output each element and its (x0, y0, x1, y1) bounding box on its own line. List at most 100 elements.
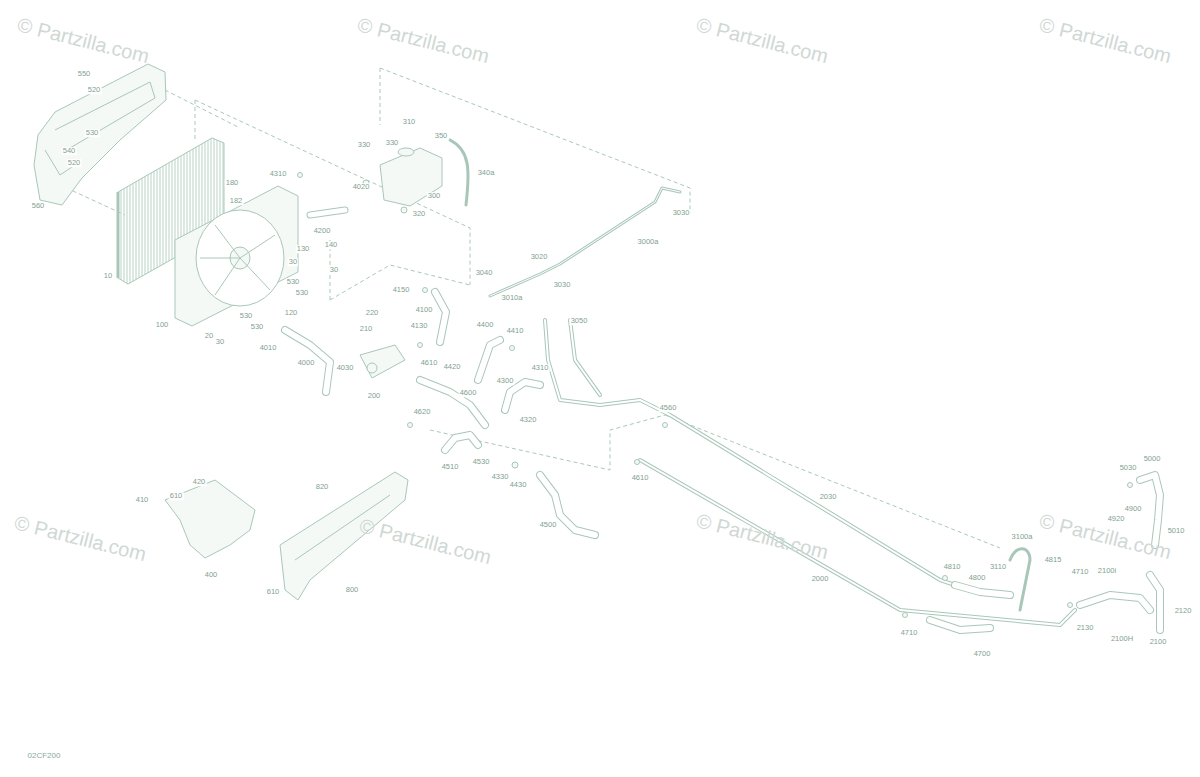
callout-number: 4300 (496, 377, 515, 385)
water-pump (360, 345, 405, 378)
callout-number: 4700 (973, 650, 992, 658)
callout-number: 4130 (410, 322, 429, 330)
callout-number: 4200 (313, 227, 332, 235)
callout-number: 130 (296, 245, 311, 253)
watermark: © Partzilla.com (1038, 14, 1174, 66)
callout-number: 30 (288, 258, 298, 266)
callout-number: 330 (357, 141, 372, 149)
callout-number: 820 (315, 483, 330, 491)
hose-core (1080, 595, 1150, 610)
callout-number: 530 (286, 278, 301, 286)
callout-number: 520 (87, 86, 102, 94)
hose-core (505, 382, 540, 410)
callout-number: 220 (365, 309, 380, 317)
hose-core (445, 435, 478, 450)
callout-number: 182 (229, 197, 244, 205)
callout-number: 210 (359, 325, 374, 333)
clamp (663, 423, 668, 428)
callout-number: 30 (215, 338, 225, 346)
coolant-pipe (545, 320, 955, 585)
callout-number: 4510 (441, 463, 460, 471)
overflow-hose (450, 140, 468, 205)
callout-number: 410 (135, 496, 150, 504)
hose (420, 380, 485, 425)
small-hose (1010, 549, 1030, 610)
callout-number: 4530 (472, 458, 491, 466)
callout-number: 2130 (1076, 624, 1095, 632)
callout-number: 4100 (415, 306, 434, 314)
callout-number: 350 (434, 132, 449, 140)
clamp (408, 423, 413, 428)
coolant-pipe-core (640, 460, 1075, 625)
coolant-pipe (570, 320, 600, 395)
lower-bracket (165, 480, 255, 558)
callout-number: 4410 (506, 327, 525, 335)
callout-number: 4500 (539, 521, 558, 529)
callout-number: 120 (284, 309, 299, 317)
callout-number: 550 (77, 70, 92, 78)
hose-core (435, 292, 446, 342)
callout-number: 2100i (1097, 567, 1117, 575)
callout-number: 560 (31, 202, 46, 210)
hose-core (310, 210, 345, 215)
watermark: © Partzilla.com (16, 14, 152, 66)
hose (505, 382, 540, 410)
fan-shroud (175, 186, 298, 326)
bracket-detail (55, 82, 155, 148)
vent-pipe-core (490, 188, 680, 296)
callout-number: 4600 (459, 389, 478, 397)
watermark: © Partzilla.com (695, 14, 831, 66)
callout-number: 4320 (519, 416, 538, 424)
callout-number: 4330 (491, 473, 510, 481)
pump-outlet (367, 363, 377, 373)
callout-number: 3030 (672, 209, 691, 217)
dashed-line (195, 100, 470, 285)
callout-number: 300 (427, 192, 442, 200)
callout-number: 4310 (269, 170, 288, 178)
fan-ring (196, 210, 284, 306)
watermark: © Partzilla.com (358, 515, 494, 567)
watermark: © Partzilla.com (356, 14, 492, 66)
hose-core (285, 330, 330, 392)
hose (930, 620, 990, 630)
callout-number: 530 (85, 129, 100, 137)
watermark: © Partzilla.com (13, 512, 149, 564)
hose (435, 292, 446, 342)
dashed-line (380, 68, 381, 125)
clamp (298, 173, 303, 178)
dashed-line (380, 68, 690, 214)
callout-number: 520 (67, 159, 82, 167)
dashed-line (330, 265, 470, 300)
callout-number: 4810 (943, 563, 962, 571)
callout-number: 530 (295, 289, 310, 297)
coolant-reservoir (380, 148, 442, 206)
hose-core (930, 620, 990, 630)
callout-number: 4150 (392, 286, 411, 294)
dashed-line (195, 100, 196, 140)
callout-number: 4610 (631, 474, 650, 482)
callout-number: 200 (367, 392, 382, 400)
callout-number: 530 (239, 312, 254, 320)
tee-fitting (512, 462, 518, 468)
hose-core (1150, 575, 1160, 630)
callout-number: 3100a (1011, 533, 1034, 541)
callout-number: 4710 (1071, 568, 1090, 576)
hose-core (955, 585, 1010, 595)
callout-number: 4010 (259, 344, 278, 352)
callout-number: 5030 (1119, 464, 1138, 472)
callout-number: 4400 (476, 321, 495, 329)
callout-number: 4430 (509, 481, 528, 489)
callout-number: 4620 (413, 408, 432, 416)
watermark: © Partzilla.com (695, 510, 831, 562)
coolant-pipe (640, 460, 1075, 625)
clamp (1128, 483, 1133, 488)
callout-number: 180 (225, 179, 240, 187)
callout-number: 3030 (553, 281, 572, 289)
clamp (418, 343, 423, 348)
callout-number: 4000 (297, 359, 316, 367)
callout-number: 4815 (1044, 556, 1063, 564)
callout-number: 2100 (1149, 638, 1168, 646)
callout-number: 610 (266, 588, 281, 596)
callout-number: 800 (345, 586, 360, 594)
hose (445, 435, 478, 450)
